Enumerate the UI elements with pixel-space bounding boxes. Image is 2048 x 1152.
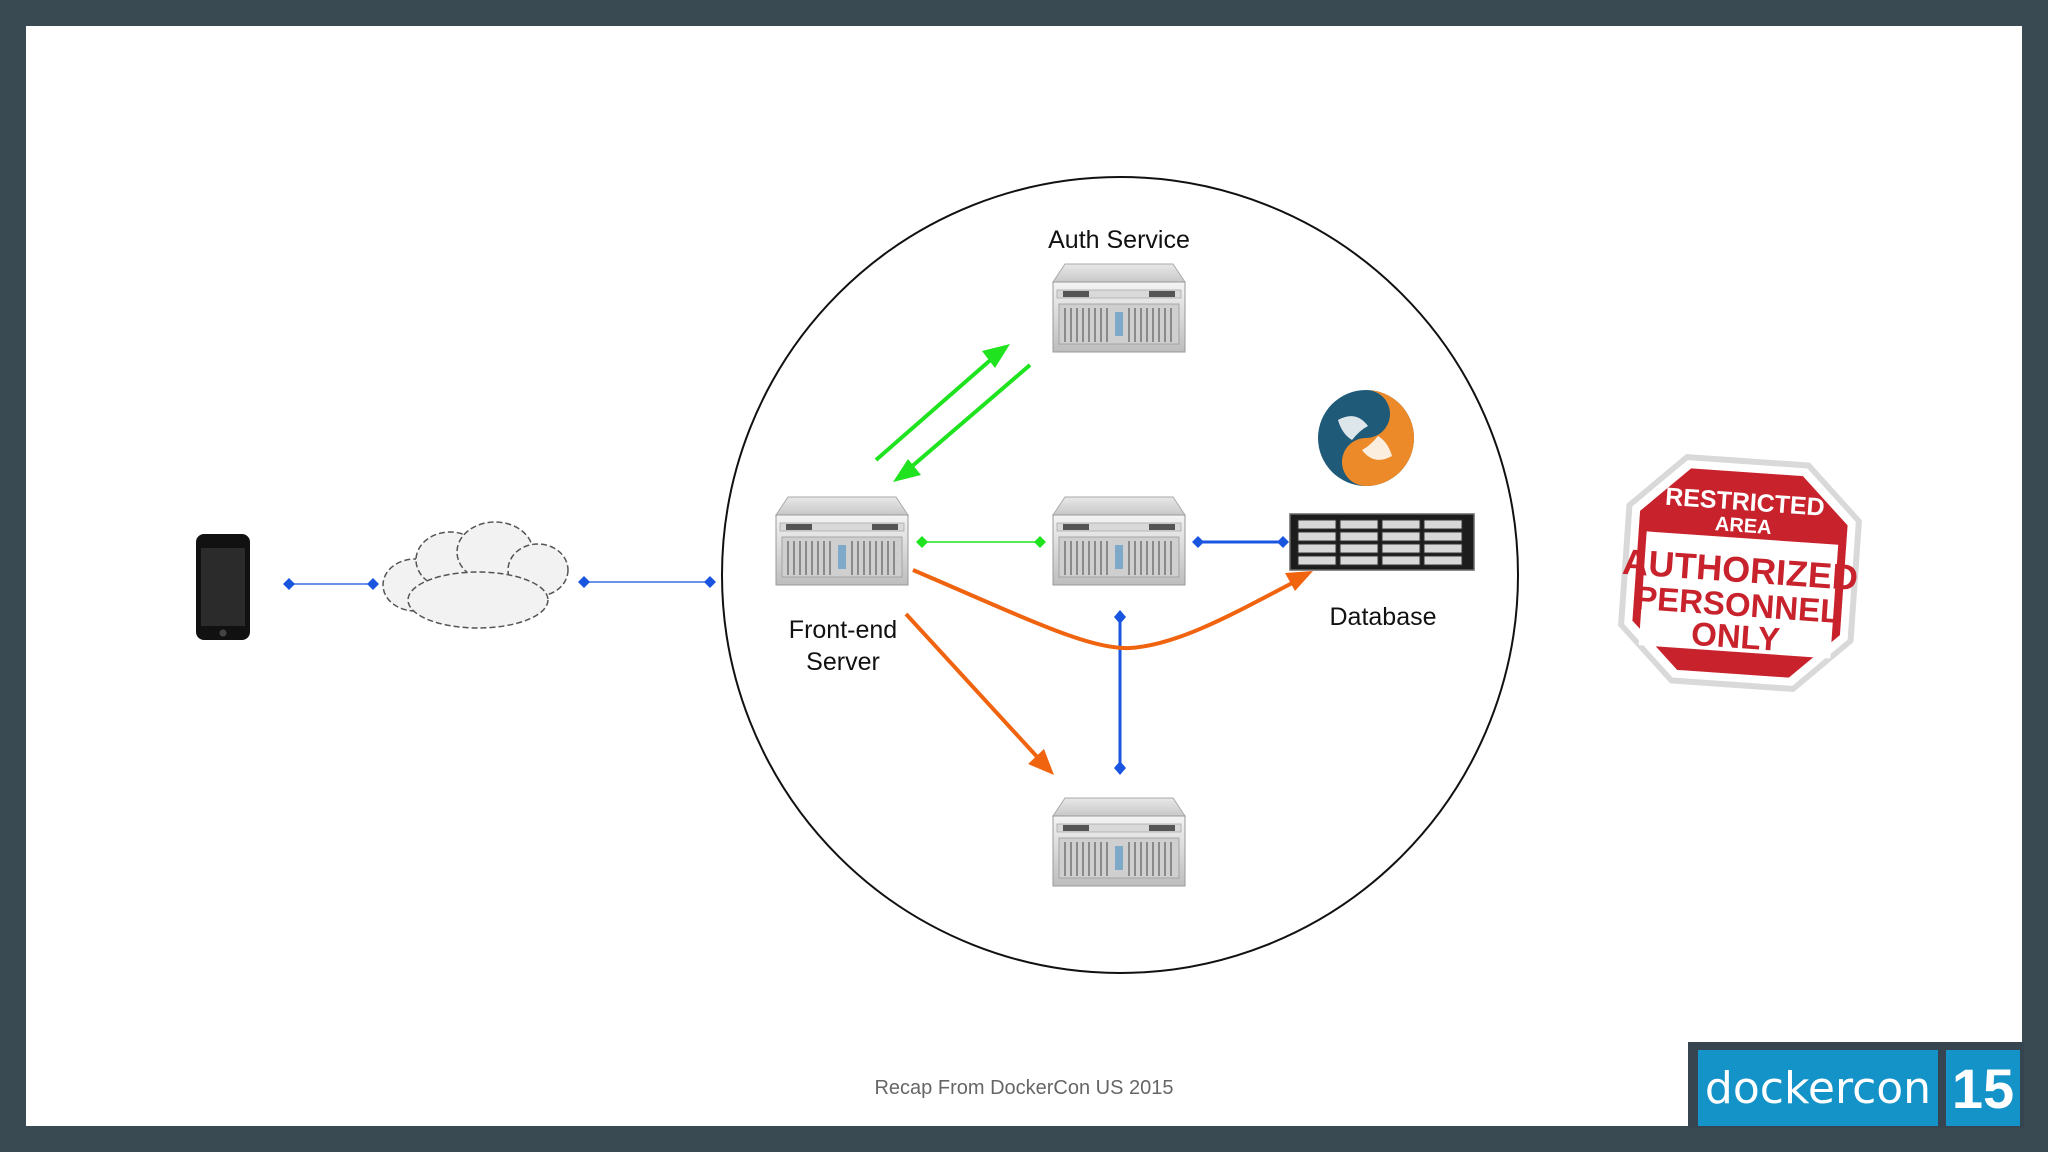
cloud-icon [382, 521, 569, 629]
frontend-server-icon [775, 496, 909, 586]
footer-caption: Recap From DockerCon US 2015 [874, 1077, 1173, 1099]
bottom-server-icon [1052, 797, 1186, 887]
cluster-boundary [721, 176, 1519, 974]
mysql-dolphin-icon [1318, 390, 1414, 486]
auth-request-arrow [874, 344, 1010, 462]
storage-array-icon [1289, 513, 1475, 571]
frontend-label-line2: Server [806, 648, 880, 676]
phone-icon [196, 534, 250, 640]
frontend-middle-link [916, 536, 1046, 548]
auth-response-arrow [893, 363, 1032, 482]
middle-database-link [1192, 536, 1289, 548]
database-label: Database [1329, 603, 1436, 631]
cloud-link [578, 576, 716, 588]
vertical-link [1114, 610, 1126, 775]
sign-area: AREA [1714, 513, 1772, 539]
dockercon-word: dockercon [1704, 1062, 1932, 1114]
auth-service-label: Auth Service [1048, 226, 1190, 254]
dockercon-number: 15 [1951, 1056, 2015, 1120]
frontend-bottom-arrow [904, 612, 1054, 775]
middle-server-icon [1052, 496, 1186, 586]
sign-only: ONLY [1690, 615, 1781, 658]
frontend-database-arrow [912, 568, 1313, 651]
client-link [283, 578, 379, 590]
restricted-area-sign: RESTRICTED AREA AUTHORIZED PERSONNEL ONL… [1618, 453, 1862, 693]
auth-server-icon [1052, 263, 1186, 353]
frontend-label-line1: Front-end [789, 616, 897, 644]
dockercon-number-badge: 15 [1946, 1050, 2020, 1126]
dockercon-wordmark: dockercon [1698, 1050, 1938, 1126]
